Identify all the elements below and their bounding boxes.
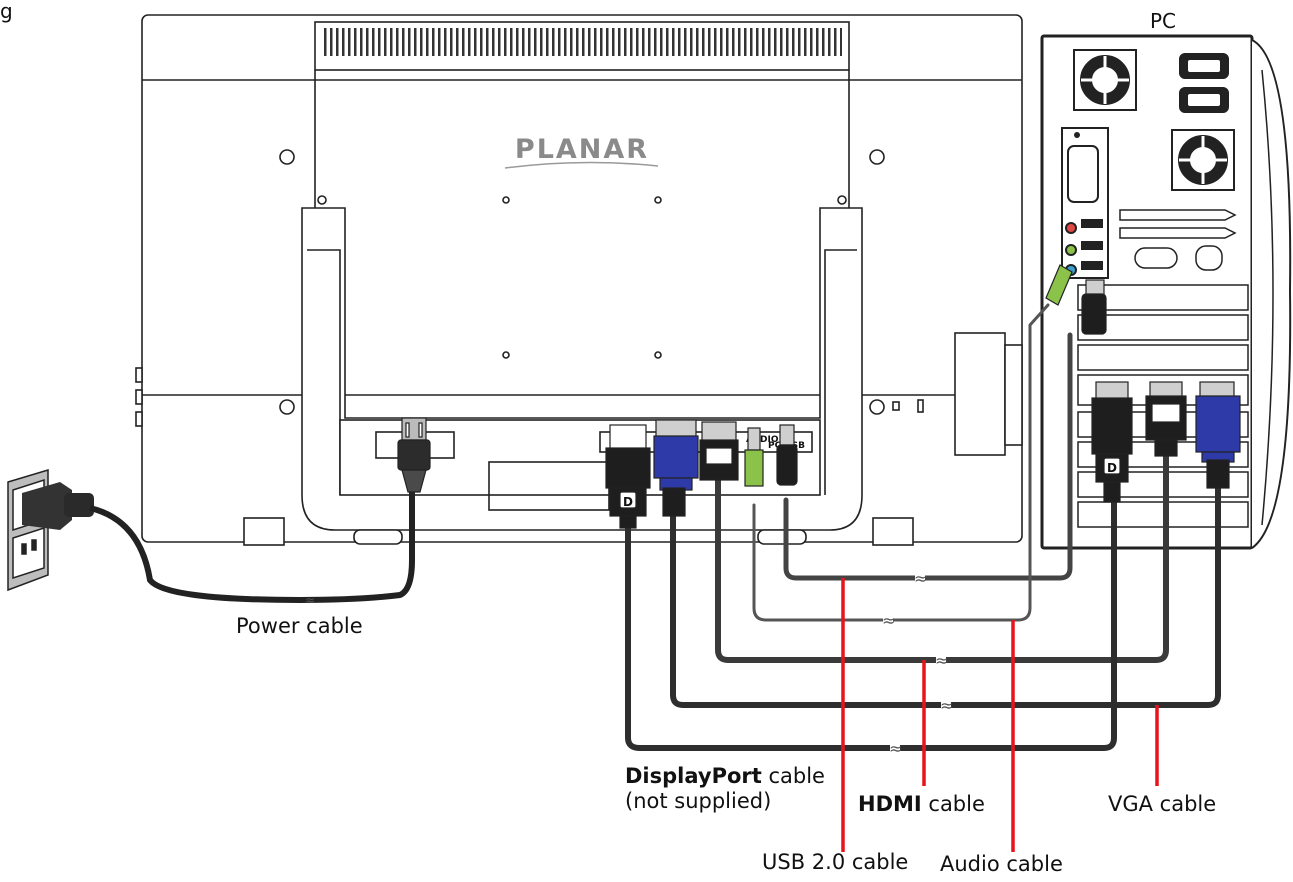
hdmi-label-bold: HDMI <box>858 792 922 816</box>
leader-lines <box>841 578 1159 852</box>
figure-tag: g <box>0 0 13 23</box>
svg-text:≈: ≈ <box>914 569 927 588</box>
svg-text:D: D <box>1107 461 1117 475</box>
audio-connector-monitor-icon <box>744 427 764 487</box>
hdmi-cable-label: HDMI cable <box>858 792 985 816</box>
svg-text:≈: ≈ <box>889 739 902 758</box>
displayport-note-label: (not supplied) <box>625 789 772 813</box>
displayport-cable-label: DisplayPort cable <box>625 764 825 788</box>
svg-text:≈: ≈ <box>882 611 895 630</box>
usb-connector-pc-icon <box>1081 279 1107 335</box>
power-cable-label: Power cable <box>236 614 363 638</box>
usb-connector-monitor-icon <box>776 424 798 486</box>
displayport-connector-pc-icon: D <box>1091 381 1133 503</box>
svg-text:D: D <box>623 495 633 509</box>
brand-logo: PLANAR <box>515 134 649 165</box>
displayport-cable <box>625 497 1117 751</box>
port-label-audio: AUDIO <box>746 435 779 445</box>
audio-cable-label: Audio cable <box>940 852 1063 876</box>
monitor-back <box>135 14 1023 546</box>
power-cable <box>89 490 415 604</box>
hdmi-label-rest: cable <box>921 792 985 816</box>
usb-cable-label: USB 2.0 cable <box>762 850 909 874</box>
svg-text:≈: ≈ <box>935 651 948 670</box>
vga-connector-monitor-icon <box>653 419 699 517</box>
audio-cable <box>752 303 1050 622</box>
hdmi-connector-pc-icon <box>1145 381 1187 457</box>
displayport-label-rest: cable <box>761 764 825 788</box>
vga-cable-label: VGA cable <box>1108 792 1217 816</box>
svg-text:≈: ≈ <box>305 593 315 607</box>
displayport-connector-monitor-icon: D <box>605 424 651 529</box>
power-plug-wall-icon <box>22 482 94 530</box>
hdmi-connector-monitor-icon <box>699 421 739 481</box>
pc-label: PC <box>1150 9 1176 33</box>
vga-connector-pc-icon <box>1195 381 1241 489</box>
power-plug-monitor-icon <box>397 417 431 493</box>
audio-connector-pc-icon <box>1045 264 1073 306</box>
svg-text:≈: ≈ <box>940 696 953 715</box>
displayport-label-bold: DisplayPort <box>625 764 762 788</box>
usb-cable <box>783 332 1073 581</box>
